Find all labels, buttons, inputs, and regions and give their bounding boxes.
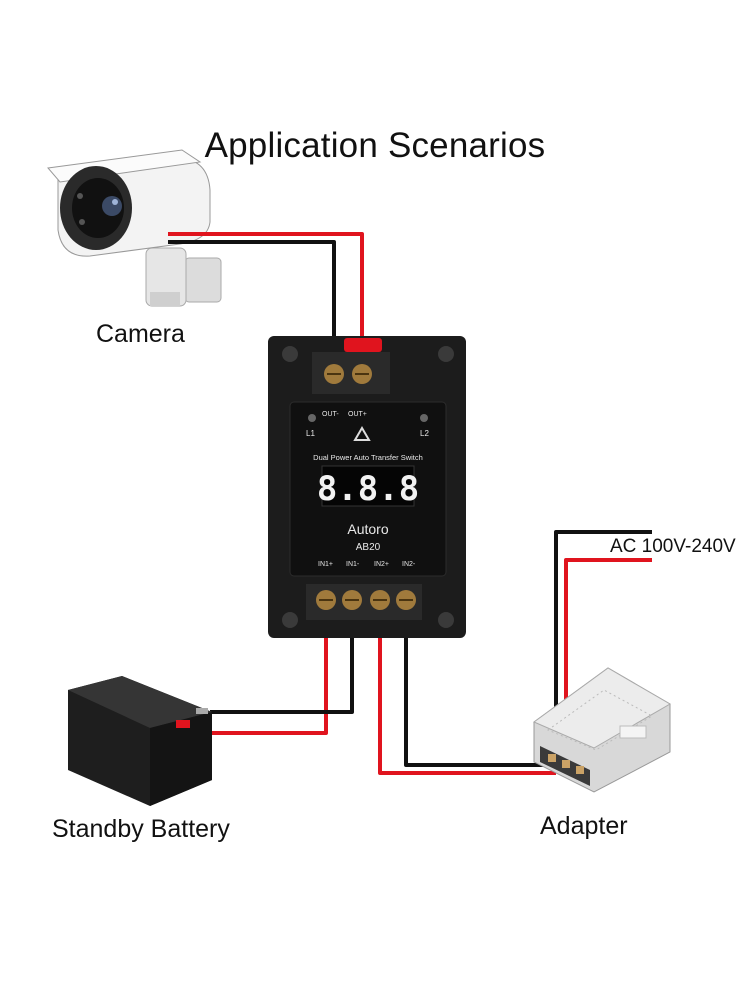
power-adapter-icon — [532, 667, 671, 793]
adapter-label: Adapter — [540, 812, 628, 840]
standby-battery-label: Standby Battery — [52, 815, 230, 843]
ac-input-label: AC 100V-240V — [610, 536, 736, 557]
wiring — [168, 232, 652, 775]
device-model: AB20 — [356, 542, 381, 553]
device-brand: Autoro — [347, 521, 388, 537]
label-in1-minus: IN1- — [346, 561, 360, 568]
label-in1-plus: IN1+ — [318, 561, 333, 568]
label-l2: L2 — [420, 429, 429, 438]
transfer-switch-device: OUT- OUT+ L1 L2 Dual Power Auto Transfer… — [268, 336, 466, 638]
label-out-plus: OUT+ — [348, 411, 367, 418]
wire-ac-n — [564, 558, 652, 748]
wire-in2-negative — [404, 604, 556, 767]
label-in2-minus: IN2- — [402, 561, 416, 568]
wire-in2-positive — [378, 604, 556, 775]
camera-icon — [47, 149, 222, 307]
wire-ac-l — [554, 530, 652, 748]
wire-in1-positive — [182, 604, 328, 735]
wire-out-negative — [168, 240, 336, 370]
wire-out-positive — [168, 232, 364, 370]
label-in2-plus: IN2+ — [374, 561, 389, 568]
page-title: Application Scenarios — [204, 126, 546, 165]
camera-label: Camera — [96, 320, 185, 348]
label-out-minus: OUT- — [322, 411, 339, 418]
wire-in1-negative — [210, 604, 354, 714]
battery-icon — [68, 676, 212, 806]
label-l1: L1 — [306, 429, 315, 438]
device-subtitle: Dual Power Auto Transfer Switch — [313, 453, 423, 462]
seven-segment-display: 8.8.8 — [317, 469, 419, 509]
